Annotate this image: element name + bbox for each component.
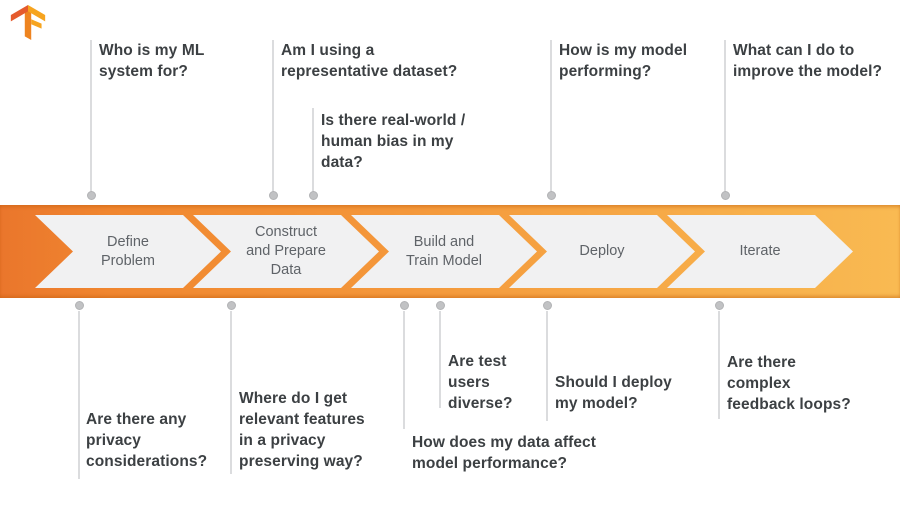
connector-dot	[87, 191, 96, 200]
question-top-improve-model: What can I do to improve the model?	[733, 42, 883, 80]
connector-dot	[543, 301, 552, 310]
connector-line	[718, 311, 720, 419]
logo-f-arm	[31, 19, 42, 29]
connector-line	[403, 311, 405, 429]
question-bottom-feedback-loops: Are there complex feedback loops?	[727, 354, 851, 413]
question-bottom-should-deploy: Should I deploy my model?	[555, 374, 672, 412]
question-bottom-test-users-diverse: Are test users diverse?	[448, 353, 513, 412]
stage-label-deploy: Deploy	[579, 243, 625, 259]
stage-label-build-train-model: Build and Train Model	[405, 233, 483, 269]
stage-chevrons	[35, 215, 853, 288]
connector-dot	[715, 301, 724, 310]
connector-line	[230, 311, 232, 474]
question-top-who-is-system-for: Who is my ML system for?	[99, 42, 205, 80]
connector-dot	[721, 191, 730, 200]
connector-line	[546, 311, 548, 421]
connector-dot	[227, 301, 236, 310]
logo-right-wing	[28, 5, 46, 22]
question-top-representative-dataset: Am I using a representative dataset?	[281, 42, 458, 80]
connector-line	[724, 40, 726, 192]
question-bottom-privacy-considerations: Are there any privacy considerations?	[86, 411, 208, 470]
connector-line	[78, 311, 80, 479]
connector-dot	[400, 301, 409, 310]
question-bottom-data-affect-performance: How does my data affect model performanc…	[412, 434, 597, 472]
connector-line	[312, 108, 314, 192]
connector-line	[550, 40, 552, 192]
connector-dot	[547, 191, 556, 200]
stage-chevron-iterate	[667, 215, 853, 288]
question-bottom-relevant-features: Where do I get relevant features in a pr…	[239, 390, 365, 470]
connector-line	[439, 311, 441, 408]
question-top-real-world-bias: Is there real-world / human bias in my d…	[321, 112, 466, 171]
stage-chevron-build-train-model	[351, 215, 537, 288]
connector-line	[272, 40, 274, 192]
connector-line	[90, 40, 92, 192]
connector-dot	[75, 301, 84, 310]
connector-dot	[309, 191, 318, 200]
question-top-model-performing: How is my model performing?	[559, 42, 688, 80]
logo-left-wing	[10, 5, 28, 22]
stage-label-iterate: Iterate	[739, 243, 781, 259]
connector-dot	[269, 191, 278, 200]
stage-chevron-deploy	[509, 215, 695, 288]
stage-chevron-define-problem	[35, 215, 221, 288]
connector-dot	[436, 301, 445, 310]
stage-label-construct-prepare-data: Construct and Prepare Data	[246, 224, 326, 278]
process-band: Define Problem Construct and Prepare Dat…	[0, 205, 900, 298]
stage-chevron-construct-prepare-data	[193, 215, 379, 288]
logo-stem	[24, 7, 32, 41]
stage-label-define-problem: Define Problem	[101, 233, 155, 269]
tensorflow-logo-icon	[10, 5, 46, 41]
